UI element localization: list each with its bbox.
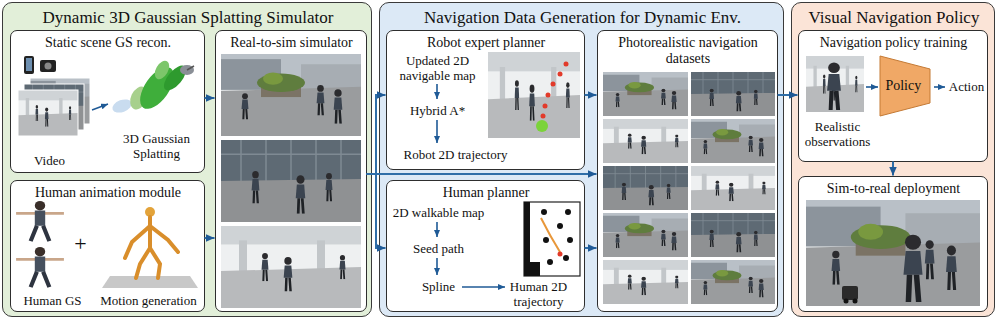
content-box: Robot expert plannerUpdated 2D navigable… [386,30,585,170]
text-slot: Robot 2D trajectory [389,147,523,163]
content-box: Sim-to-real deployment [798,176,988,312]
text-slot: Dynamic 3D Gaussian Splatting Simulator [3,8,373,28]
image-caption: Motion generation [100,293,196,308]
flow-arrow [367,95,386,174]
text-slot: Sim-to-real deployment [799,181,989,198]
text-slot: Human planner [387,185,586,202]
text-slot: Seed path [389,241,489,257]
content-box: Static scene GS recon. Video 3D Gaussian S… [10,30,205,173]
text-slot: Action [947,79,987,95]
policy-trapezoid: Policy [879,55,931,117]
text-slot: Human 2D trajectory [495,279,583,310]
text-slot: Updated 2D navigable map [389,53,487,84]
text-slot: + [69,231,93,257]
text-slot: Spline [389,279,489,295]
text-slot: Video [15,153,85,169]
panel-title: Visual Navigation Policy [809,8,980,27]
box-title: Real-to-sim simulator [230,35,352,50]
text-slot: Policy [879,55,927,117]
content-box: Photorealistic navigation datasets [597,30,778,312]
box-title: Sim-to-real deployment [827,181,960,196]
box-title: Human planner [443,185,530,200]
box-title: Human animation module [35,185,181,200]
text-slot: Motion generation [93,293,205,309]
text-slot: Navigation Data Generation for Dynamic E… [380,8,785,28]
step-text: Robot 2D trajectory [404,147,508,162]
step-text: Hybrid A* [410,103,465,118]
content-box: Real-to-sim simulator [215,30,367,312]
box-title: Photorealistic navigation datasets [618,35,758,67]
panel-title: Dynamic 3D Gaussian Splatting Simulator [43,8,334,27]
panel-section: Dynamic 3D Gaussian Splatting SimulatorS… [2,2,372,317]
text-slot: Hybrid A* [389,103,487,119]
text-slot: Photorealistic navigation datasets [598,35,779,69]
content-box: Navigation policy trainingRealistic obse… [798,30,988,162]
image-caption: Human GS [23,293,81,308]
panel-section: Navigation Data Generation for Dynamic E… [379,2,784,317]
flow-arrow [892,162,894,176]
image-caption: Video [34,153,65,168]
plus-sign: + [74,231,86,256]
text-slot: Navigation policy training [799,35,989,52]
step-text: Seed path [413,241,464,256]
panel-section: Visual Navigation PolicyNavigation polic… [791,2,995,317]
text-slot: Realistic observations [803,119,873,150]
panel-title: Navigation Data Generation for Dynamic E… [424,8,741,27]
box-title: Static scene GS recon. [45,35,171,50]
text-slot: 2D walkable map [389,205,489,221]
text-slot: Visual Navigation Policy [792,8,996,28]
step-text: 2D walkable map [393,205,485,220]
image-caption: Human 2D trajectory [510,279,567,310]
flow-arrow [367,174,386,248]
text-slot: Static scene GS recon. [11,35,206,52]
trapezoid-outline [880,56,930,116]
image-caption: Realistic observations [805,119,871,150]
text-slot: Human GS [13,293,93,309]
box-title: Navigation policy training [820,35,968,50]
flow-arrow [585,94,597,96]
content-box: Human planner 2D walkable mapSeed pathSpl… [386,180,585,312]
content-box: Human animation module + Human GS Motion ge… [10,180,205,312]
flow-arrow [205,97,215,99]
text-slot: 3D Gaussian Splatting [109,131,205,162]
text-slot: Human animation module [11,185,206,202]
flow-arrow [367,173,597,175]
flow-arrow [205,237,215,239]
policy-label: Policy [885,78,921,95]
flow-arrow [585,247,597,249]
box-title: Robot expert planner [427,35,545,50]
text-slot: Robot expert planner [387,35,586,52]
step-text: Updated 2D navigable map [399,53,475,84]
image-caption: 3D Gaussian Splatting [123,131,190,162]
text-slot: Real-to-sim simulator [216,35,368,52]
output-label: Action [949,79,984,94]
step-text: Spline [422,279,455,294]
flow-arrow [778,94,798,96]
